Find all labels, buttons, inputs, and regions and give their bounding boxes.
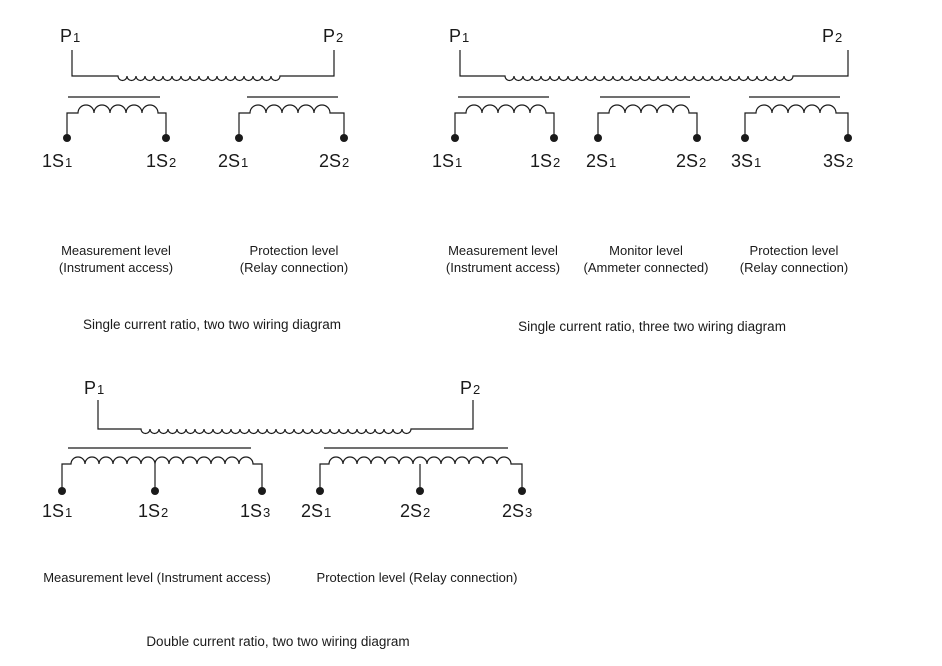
level-use: (Instrument access) <box>59 260 173 275</box>
level-label: Monitor level <box>609 243 683 258</box>
terminal-dot <box>741 134 749 142</box>
terminal-dot <box>235 134 243 142</box>
diagram-caption: Single current ratio, three two wiring d… <box>518 319 786 334</box>
level-label: Protection level <box>250 243 339 258</box>
diagram-caption: Single current ratio, two two wiring dia… <box>83 317 341 332</box>
diagram-1 <box>66 50 345 137</box>
secondary-winding <box>597 104 698 137</box>
terminal-label: 2S2 <box>400 501 430 521</box>
secondary-winding <box>238 104 345 137</box>
terminal-label-p1: P1 <box>84 378 104 398</box>
terminal-dot <box>258 487 266 495</box>
level-label: Measurement level <box>61 243 171 258</box>
terminal-dot <box>550 134 558 142</box>
terminal-label: 1S2 <box>530 151 560 171</box>
level-use: (Relay connection) <box>240 260 348 275</box>
terminal-label-p1: P1 <box>449 26 469 46</box>
terminal-label-p2: P2 <box>460 378 480 398</box>
diagram-3 <box>61 400 523 490</box>
secondary-winding <box>454 104 555 137</box>
terminal-dot <box>844 134 852 142</box>
terminal-label: 3S2 <box>823 151 853 171</box>
terminal-dot <box>594 134 602 142</box>
secondary-winding <box>319 456 523 490</box>
terminal-label-p2: P2 <box>822 26 842 46</box>
secondary-winding <box>66 104 167 137</box>
terminal-dot <box>63 134 71 142</box>
terminal-dot <box>316 487 324 495</box>
secondary-winding <box>744 104 849 137</box>
terminal-label: 1S1 <box>42 151 72 171</box>
level-label: Protection level <box>750 243 839 258</box>
terminal-label: 1S1 <box>432 151 462 171</box>
terminal-dot <box>518 487 526 495</box>
diagram-caption: Double current ratio, two two wiring dia… <box>146 634 409 649</box>
terminal-dot <box>151 487 159 495</box>
level-label: Measurement level <box>448 243 558 258</box>
terminal-label: 2S2 <box>676 151 706 171</box>
terminal-label-p2: P2 <box>323 26 343 46</box>
level-label: Measurement level (Instrument access) <box>43 570 271 585</box>
terminal-dot <box>58 487 66 495</box>
terminal-label: 1S2 <box>146 151 176 171</box>
primary-winding <box>459 50 849 82</box>
terminal-label: 2S3 <box>502 501 532 521</box>
terminal-label: 1S1 <box>42 501 72 521</box>
terminal-dot <box>340 134 348 142</box>
terminal-label: 2S1 <box>218 151 248 171</box>
terminal-label: 2S1 <box>586 151 616 171</box>
level-use: (Ammeter connected) <box>584 260 709 275</box>
terminal-label: 2S2 <box>319 151 349 171</box>
level-label: Protection level (Relay connection) <box>317 570 518 585</box>
terminal-label: 3S1 <box>731 151 761 171</box>
terminal-label: 1S2 <box>138 501 168 521</box>
terminal-label: 1S3 <box>240 501 270 521</box>
terminal-dot <box>416 487 424 495</box>
terminal-dot <box>451 134 459 142</box>
level-use: (Instrument access) <box>446 260 560 275</box>
primary-winding <box>97 400 474 435</box>
secondary-winding <box>61 456 263 490</box>
primary-winding <box>71 50 335 82</box>
diagram-2 <box>454 50 849 137</box>
terminal-dot <box>162 134 170 142</box>
terminal-label: 2S1 <box>301 501 331 521</box>
level-use: (Relay connection) <box>740 260 848 275</box>
terminal-label-p1: P1 <box>60 26 80 46</box>
terminal-dot <box>693 134 701 142</box>
